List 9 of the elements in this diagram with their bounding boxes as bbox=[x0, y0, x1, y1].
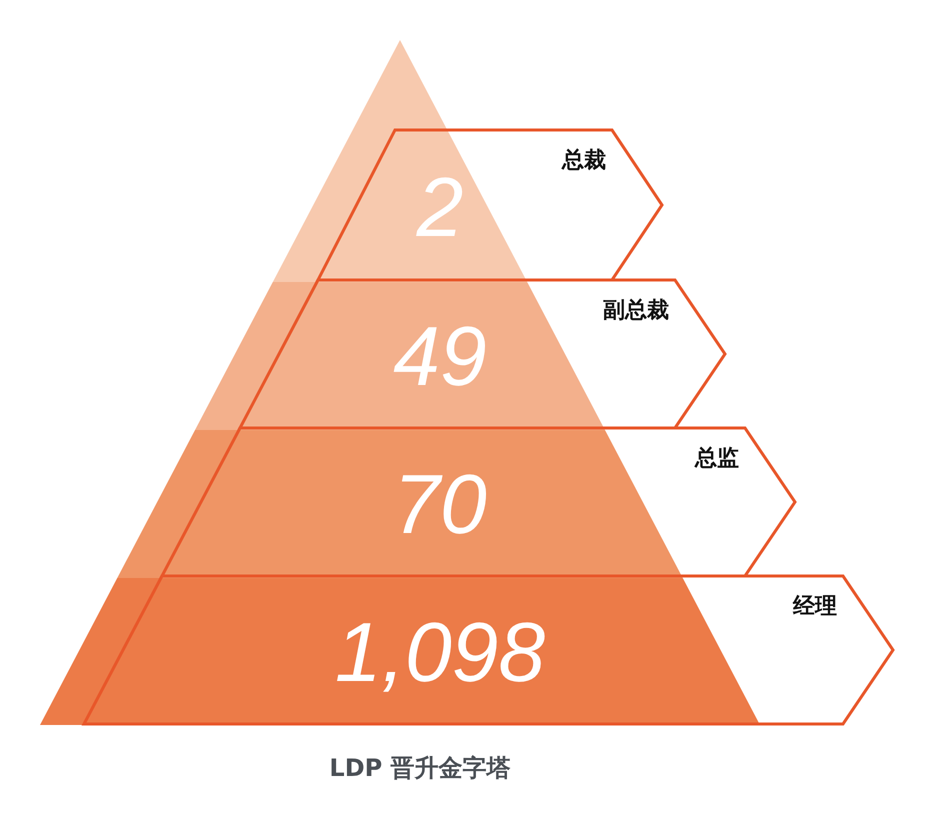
headcount-number: 70 bbox=[393, 462, 487, 546]
level-title: 经理 bbox=[793, 596, 837, 618]
level-title: 副总裁 bbox=[603, 300, 669, 322]
headcount-number: 49 bbox=[393, 314, 487, 398]
caption: LDP 晋升金字塔 bbox=[328, 753, 512, 784]
level-title: 总监 bbox=[695, 448, 739, 470]
headcount-number: 1,098 bbox=[334, 610, 546, 694]
headcount-number: 2 bbox=[416, 165, 464, 249]
level-title: 总裁 bbox=[562, 150, 606, 172]
